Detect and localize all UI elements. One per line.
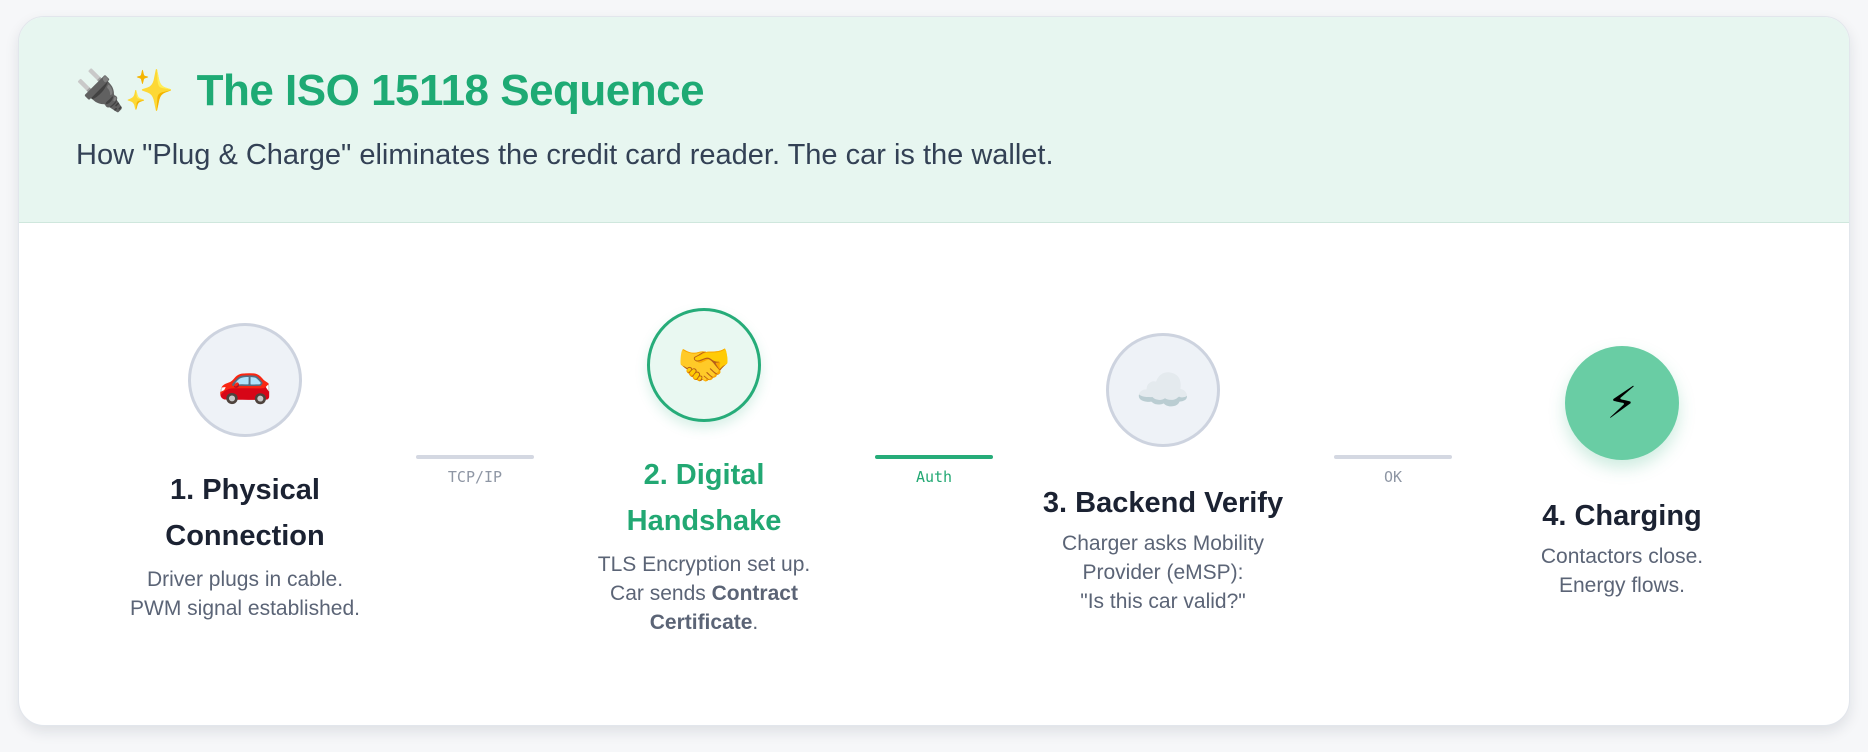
step-backend-verify: ☁️ 3. Backend Verify Charger asks Mobili…	[1013, 333, 1313, 616]
connector-label: TCP/IP	[447, 468, 503, 486]
page-subtitle: How "Plug & Charge" eliminates the credi…	[76, 139, 1054, 171]
step-title: 3. Backend Verify	[1042, 487, 1284, 519]
connector-label: OK	[1383, 468, 1403, 486]
step-description: Contactors close.Energy flows.	[1540, 545, 1704, 597]
step-title: 4. Charging	[1542, 500, 1702, 532]
step-description: TLS Encryption set up.Car sends Contract…	[597, 553, 811, 634]
plug-sparkles-icon: 🔌✨	[75, 68, 175, 114]
page-title: The ISO 15118 Sequence	[196, 66, 705, 115]
connector-ok	[1334, 455, 1452, 459]
lightning-icon: ⚡	[1565, 346, 1679, 460]
connector-tcp-ip	[416, 455, 534, 459]
connector-auth	[875, 455, 993, 459]
connector-label: Auth	[915, 468, 953, 486]
step-charging: ⚡ 4. Charging Contactors close.Energy fl…	[1472, 346, 1772, 600]
cloud-icon: ☁️	[1106, 333, 1220, 447]
handshake-icon: 🤝	[647, 308, 761, 422]
sequence-card: 🔌✨ The ISO 15118 Sequence How "Plug & Ch…	[18, 16, 1850, 726]
title-row: 🔌✨ The ISO 15118 Sequence	[75, 61, 705, 121]
step-description: Driver plugs in cable.PWM signal establi…	[130, 568, 360, 620]
header: 🔌✨ The ISO 15118 Sequence How "Plug & Ch…	[19, 17, 1849, 223]
car-icon: 🚗	[188, 323, 302, 437]
